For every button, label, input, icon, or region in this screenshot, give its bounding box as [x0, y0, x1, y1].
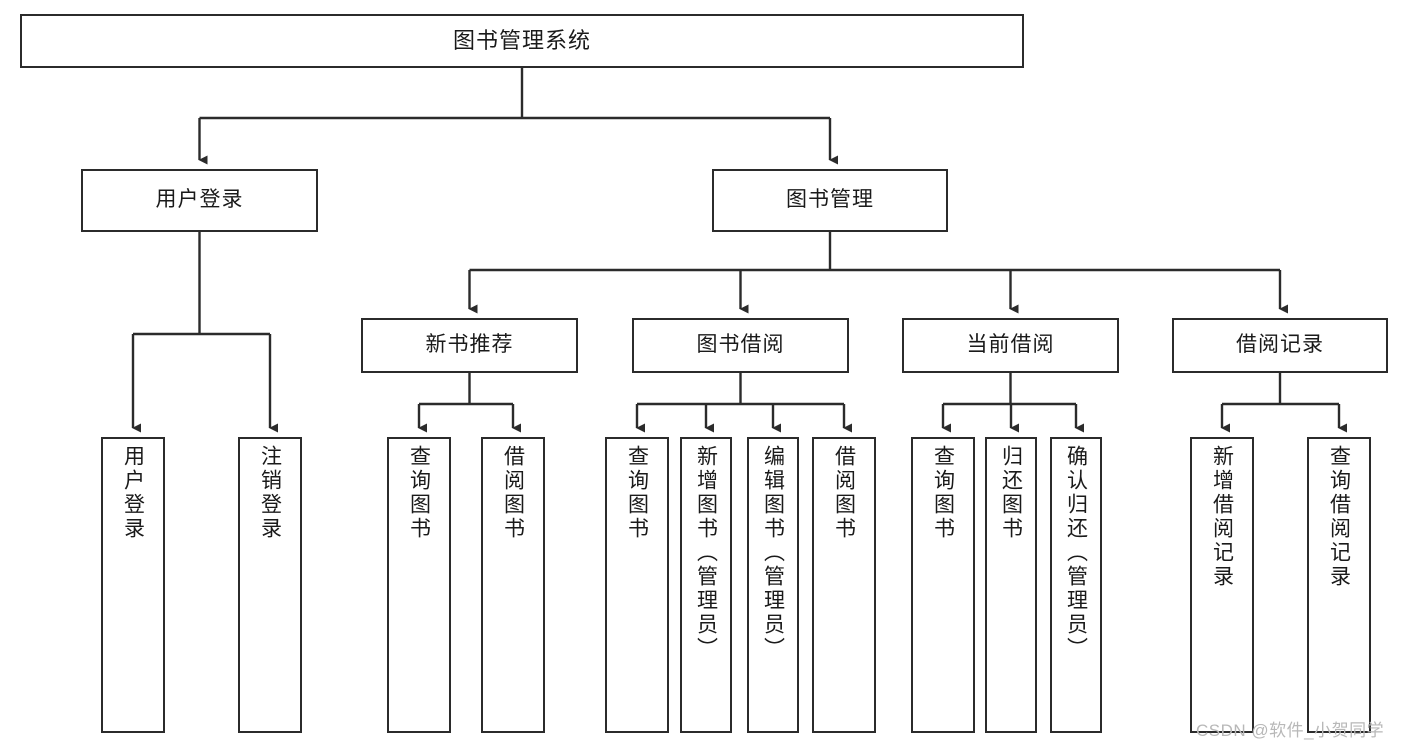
- node-borrow-record[interactable]: 借阅记录: [1172, 318, 1388, 373]
- node-root[interactable]: 图书管理系统: [20, 14, 1024, 68]
- node-user-login[interactable]: 用户登录: [81, 169, 318, 232]
- node-label: 借阅图书: [501, 445, 525, 541]
- node-label: 归还图书: [999, 445, 1023, 541]
- node-label: 借阅记录: [1236, 333, 1324, 357]
- node-leaf-user-login[interactable]: 用户登录: [101, 437, 165, 733]
- watermark: CSDN @软件_小贺同学: [1196, 721, 1385, 740]
- node-label: 图书管理系统: [452, 28, 591, 54]
- node-label: 查询图书: [407, 445, 431, 541]
- node-new-book-recommend[interactable]: 新书推荐: [361, 318, 578, 373]
- node-label: 查询借阅记录: [1327, 445, 1351, 589]
- node-current-borrow[interactable]: 当前借阅: [902, 318, 1119, 373]
- node-label: 确认归还（管理员）: [1064, 445, 1088, 661]
- node-leaf-return-book[interactable]: 归还图书: [985, 437, 1037, 733]
- node-label: 编辑图书（管理员）: [761, 445, 785, 661]
- node-leaf-add-book[interactable]: 新增图书（管理员）: [680, 437, 732, 733]
- node-label: 用户登录: [155, 188, 244, 212]
- node-book-manage[interactable]: 图书管理: [712, 169, 948, 232]
- node-label: 新增图书（管理员）: [694, 445, 718, 661]
- node-label: 图书管理: [786, 188, 874, 212]
- node-label: 新书推荐: [425, 333, 514, 357]
- node-leaf-borrow-book-2[interactable]: 借阅图书: [812, 437, 876, 733]
- node-leaf-logout[interactable]: 注销登录: [238, 437, 302, 733]
- node-label: 当前借阅: [966, 333, 1055, 357]
- node-label: 用户登录: [121, 445, 145, 541]
- node-leaf-query-record[interactable]: 查询借阅记录: [1307, 437, 1371, 733]
- node-leaf-query-book-3[interactable]: 查询图书: [911, 437, 975, 733]
- node-label: 图书借阅: [696, 333, 785, 357]
- node-leaf-query-book-2[interactable]: 查询图书: [605, 437, 669, 733]
- node-leaf-confirm-return[interactable]: 确认归还（管理员）: [1050, 437, 1102, 733]
- node-label: 注销登录: [258, 445, 282, 541]
- edges: [131, 68, 1347, 433]
- node-leaf-query-book-1[interactable]: 查询图书: [387, 437, 451, 733]
- node-label: 新增借阅记录: [1210, 445, 1234, 589]
- node-book-borrow[interactable]: 图书借阅: [632, 318, 849, 373]
- node-leaf-add-record[interactable]: 新增借阅记录: [1190, 437, 1254, 733]
- node-label: 查询图书: [931, 445, 955, 541]
- node-leaf-borrow-book-1[interactable]: 借阅图书: [481, 437, 545, 733]
- node-label: 查询图书: [625, 445, 649, 541]
- node-leaf-edit-book[interactable]: 编辑图书（管理员）: [747, 437, 799, 733]
- node-label: 借阅图书: [832, 445, 856, 541]
